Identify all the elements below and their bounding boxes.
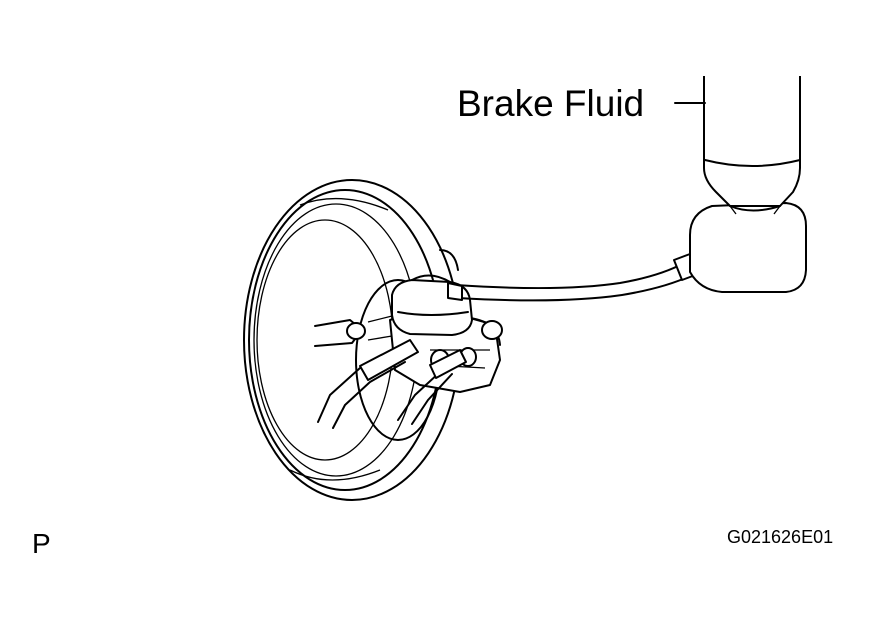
- corner-mark: P: [32, 528, 51, 559]
- brake-lines: [317, 339, 467, 429]
- brake-fluid-bottle: [689, 76, 807, 293]
- refill-hose: [447, 253, 699, 302]
- pushrod-linkage: [314, 315, 393, 347]
- brake-fluid-label: Brake Fluid: [457, 83, 645, 124]
- figure-code: G021626E01: [727, 527, 834, 547]
